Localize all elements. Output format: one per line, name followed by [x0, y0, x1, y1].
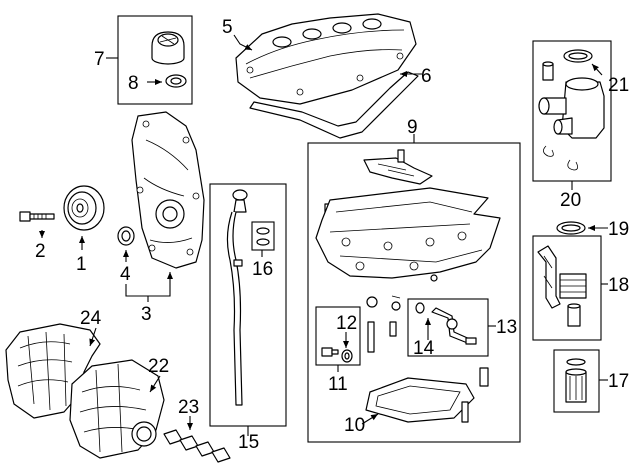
callout-24: 24 — [80, 308, 102, 329]
callout-3: 3 — [141, 304, 152, 325]
oil-cooler — [537, 245, 587, 327]
callout-10: 10 — [344, 415, 365, 436]
lower-oil-pan — [365, 274, 489, 423]
valve-cover-gasket — [249, 71, 419, 139]
box-oil-filter — [553, 349, 600, 413]
drain-plug-washer — [341, 349, 353, 363]
oil-filter-housing — [538, 49, 605, 171]
oil-filler-cap — [151, 31, 185, 65]
callout-4: 4 — [120, 264, 131, 285]
oil-level-sensor — [415, 302, 477, 345]
callout-21: 21 — [608, 75, 629, 96]
cooler-seal-ring — [556, 221, 586, 235]
valve-cover — [235, 13, 417, 105]
callout-18: 18 — [608, 275, 629, 296]
callout-19: 19 — [608, 219, 629, 240]
box-oil-cooler — [532, 235, 602, 341]
callout-6: 6 — [421, 66, 432, 87]
callout-9: 9 — [407, 117, 418, 138]
oil-filter — [565, 358, 587, 403]
callout-16: 16 — [252, 259, 273, 280]
intake-gaskets — [163, 429, 231, 463]
dipstick-tube — [226, 189, 248, 406]
callout-1: 1 — [76, 254, 87, 275]
dipstick-seals — [256, 227, 270, 246]
callout-5: 5 — [222, 17, 233, 38]
box-oil-level-sensor — [407, 298, 489, 357]
callout-7: 7 — [94, 49, 105, 70]
callout-23: 23 — [178, 397, 199, 418]
crankshaft-pulley — [63, 185, 105, 231]
front-crank-seal — [117, 226, 135, 246]
box-oil-filler-cap — [117, 15, 193, 105]
callout-14: 14 — [413, 338, 435, 359]
upper-oil-pan — [315, 149, 501, 279]
box-dipstick — [209, 183, 287, 427]
drain-plug — [321, 347, 339, 357]
callout-22: 22 — [148, 356, 169, 377]
callout-11: 11 — [328, 374, 348, 395]
leader-lines — [39, 34, 608, 436]
callout-2: 2 — [35, 241, 46, 262]
pulley-bolt — [19, 211, 55, 222]
lower-intake-manifold — [69, 359, 165, 459]
callout-20: 20 — [560, 190, 581, 211]
callout-8: 8 — [128, 73, 139, 94]
callout-13: 13 — [496, 317, 517, 338]
filler-cap-seal — [165, 74, 187, 88]
callout-17: 17 — [608, 371, 629, 392]
timing-cover — [131, 111, 205, 269]
box-dipstick-seals — [251, 221, 275, 251]
callout-12: 12 — [336, 313, 357, 334]
callout-15: 15 — [238, 432, 259, 453]
